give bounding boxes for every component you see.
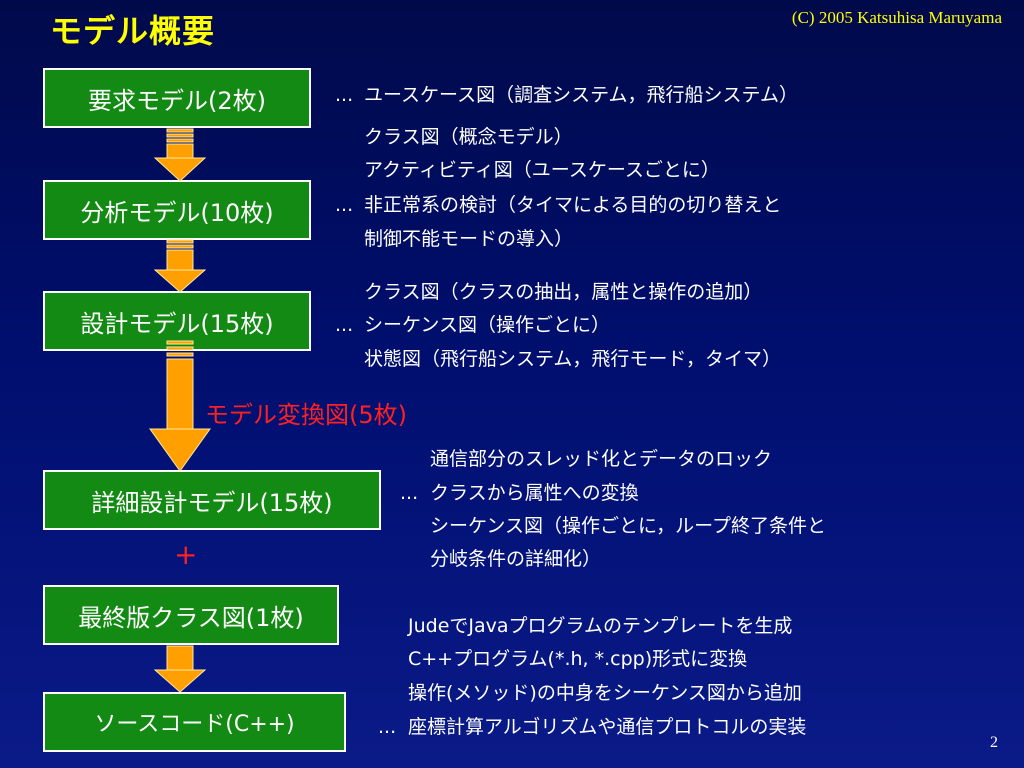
page-number: 2 xyxy=(990,734,998,751)
flow-arrow-1 xyxy=(153,128,207,182)
design-desc-line: シーケンス図（操作ごとに） xyxy=(364,314,611,336)
model-transform-label: モデル変換図(5枚) xyxy=(205,401,407,429)
analysis-desc-line: 制御不能モードの導入） xyxy=(364,228,574,250)
ellipsis-marker: ... xyxy=(335,194,354,216)
source-desc-line: 操作(メソッド)の中身をシーケンス図から追加 xyxy=(408,682,802,704)
detailed-design-desc-line: 通信部分のスレッド化とデータのロック xyxy=(430,448,773,470)
copyright-notice: (C) 2005 Katsuhisa Maruyama xyxy=(791,8,1002,27)
source-desc-line: C++プログラム(*.h, *.cpp)形式に変換 xyxy=(408,648,748,670)
detailed-design-desc-line: シーケンス図（操作ごとに，ループ終了条件と xyxy=(430,515,826,537)
ellipsis-marker: ... xyxy=(378,716,397,738)
final-class-diagram-box: 最終版クラス図(1枚) xyxy=(43,585,339,645)
source-code-box: ソースコード(C++) xyxy=(43,692,346,752)
analysis-desc-line: 非正常系の検討（タイマによる目的の切り替えと xyxy=(364,194,782,216)
ellipsis-marker: ... xyxy=(335,84,354,106)
analysis-desc-line: クラス図（概念モデル） xyxy=(364,126,573,148)
ellipsis-marker: ... xyxy=(335,314,354,336)
design-desc-line: クラス図（クラスの抽出，属性と操作の追加） xyxy=(364,281,763,303)
analysis-desc-line: アクティビティ図（ユースケースごとに） xyxy=(364,159,720,181)
flow-arrow-4 xyxy=(153,645,207,693)
plus-sign: + xyxy=(174,538,198,571)
flow-arrow-2 xyxy=(153,239,207,293)
source-desc-line: 座標計算アルゴリズムや通信プロトコルの実装 xyxy=(408,716,807,738)
detailed-design-model-box: 詳細設計モデル(15枚) xyxy=(43,470,381,530)
requirements-desc-line: ユースケース図（調査システム，飛行船システム） xyxy=(364,84,798,106)
analysis-model-box: 分析モデル(10枚) xyxy=(43,180,311,240)
source-desc-line: JudeでJavaプログラムのテンプレートを生成 xyxy=(408,615,793,637)
slide-title: モデル概要 xyxy=(50,12,216,50)
flow-arrow-3 xyxy=(149,340,211,472)
design-desc-line: 状態図（飛行船システム，飛行モード，タイマ） xyxy=(364,348,782,370)
detailed-design-desc-line: 分岐条件の詳細化） xyxy=(430,548,602,570)
requirements-model-box: 要求モデル(2枚) xyxy=(43,68,311,128)
ellipsis-marker: ... xyxy=(400,482,419,504)
detailed-design-desc-line: クラスから属性への変換 xyxy=(430,482,639,504)
